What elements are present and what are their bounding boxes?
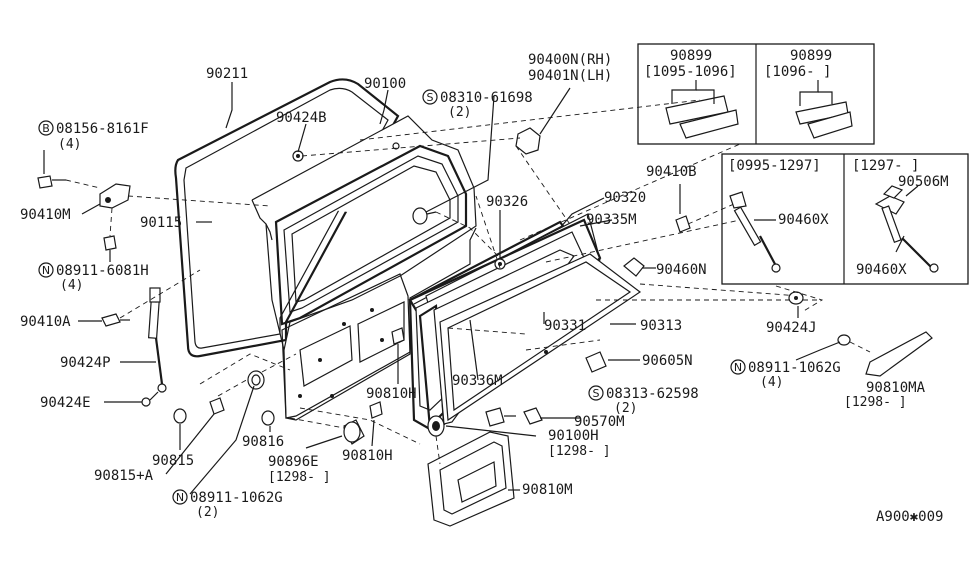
label-nut3-qty: (4) [760,375,783,390]
label-90410m: 90410M [20,207,71,223]
label-90424p: 90424P [60,355,111,371]
gas-stay-left [147,297,161,339]
label-90400n: 90400N(RH) [528,52,612,68]
label-90424e: 90424E [40,395,91,411]
label-nut2-qty: (2) [196,505,219,520]
label-90815: 90815 [152,453,194,469]
inset-mid-left-date: [0995-1297] [728,158,821,174]
label-90424j: 90424J [766,320,817,336]
label-90810h-a: 90810H [366,386,417,402]
finisher-90810MA [865,331,933,377]
weatherstrip-90211 [174,78,400,358]
inset-top-left-date: [1095-1096] [644,64,737,80]
label-90313: 90313 [640,318,682,334]
label-screw1-code: 08310-61698 [440,90,533,106]
inset-mid-right-part-b: 90460X [856,262,907,278]
inset-top-right-date: [1096- ] [764,64,831,80]
label-screw1-qty: (2) [448,105,471,120]
label-90100h-date: [1298- ] [548,444,611,459]
label-90100h: 90100H [548,428,599,444]
inset-top-right-code: 90899 [790,48,832,64]
label-nut1-qty: (4) [60,278,83,293]
leader-lines [43,82,841,495]
label-90815a: 90815+A [94,468,154,484]
label-90335m: 90335M [586,212,637,228]
nut2-prefix-n: N [176,491,184,504]
finisher-90810M [427,431,515,527]
label-90401n: 90401N(LH) [528,68,612,84]
cap-90460N [623,257,645,277]
label-90570m: 90570M [574,414,625,430]
label-90410b: 90410B [646,164,697,180]
hinge-bracket-right [515,127,541,155]
diagram-id-code: A900✱009 [876,509,943,525]
nut-90410B [675,215,691,233]
bolt-prefix-b: B [42,122,50,135]
label-90331: 90331 [544,318,586,334]
label-90810h-b: 90810H [342,448,393,464]
hinge-left [99,183,131,209]
inset-mid-right-date: [1297- ] [852,158,919,174]
inset-mid-left-part: 90460X [778,212,829,228]
screw1-prefix-s: S [427,91,434,104]
label-90810m: 90810M [522,482,573,498]
nut1-prefix-n: N [42,264,50,277]
label-90605n: 90605N [642,353,693,369]
label-90410a: 90410A [20,314,71,330]
label-nut3-code: 08911-1062G [748,360,841,376]
label-bolt-qty: (4) [58,137,81,152]
label-screw2-qty: (2) [614,401,637,416]
label-nut1-code: 08911-6081H [56,263,149,279]
label-90211: 90211 [206,66,248,82]
inset-mid-right-part-a: 90506M [898,174,949,190]
label-90896e: 90896E [268,454,319,470]
nut3-prefix-n: N [734,361,742,374]
screw2-prefix-s: S [593,387,600,400]
label-90810ma-date: [1298- ] [844,395,907,410]
label-bolt-code: 08156-8161F [56,121,149,137]
glass-90313 [439,253,642,422]
label-nut2-code: 08911-1062G [190,490,283,506]
label-90320: 90320 [604,190,646,206]
label-90100: 90100 [364,76,406,92]
label-screw2-code: 08313-62598 [606,386,699,402]
label-90326: 90326 [486,194,528,210]
label-90336m: 90336M [452,373,503,389]
label-90896e-date: [1298- ] [268,470,331,485]
inset-top-left-code: 90899 [670,48,712,64]
label-90115: 90115 [140,215,182,231]
plug-90605N [585,351,607,373]
inset-90460X [721,153,969,285]
label-90810ma: 90810MA [866,380,926,396]
label-90424b: 90424B [276,110,327,126]
circle-prefix-icons [38,89,746,505]
label-90460n: 90460N [656,262,707,278]
label-90816: 90816 [242,434,284,450]
